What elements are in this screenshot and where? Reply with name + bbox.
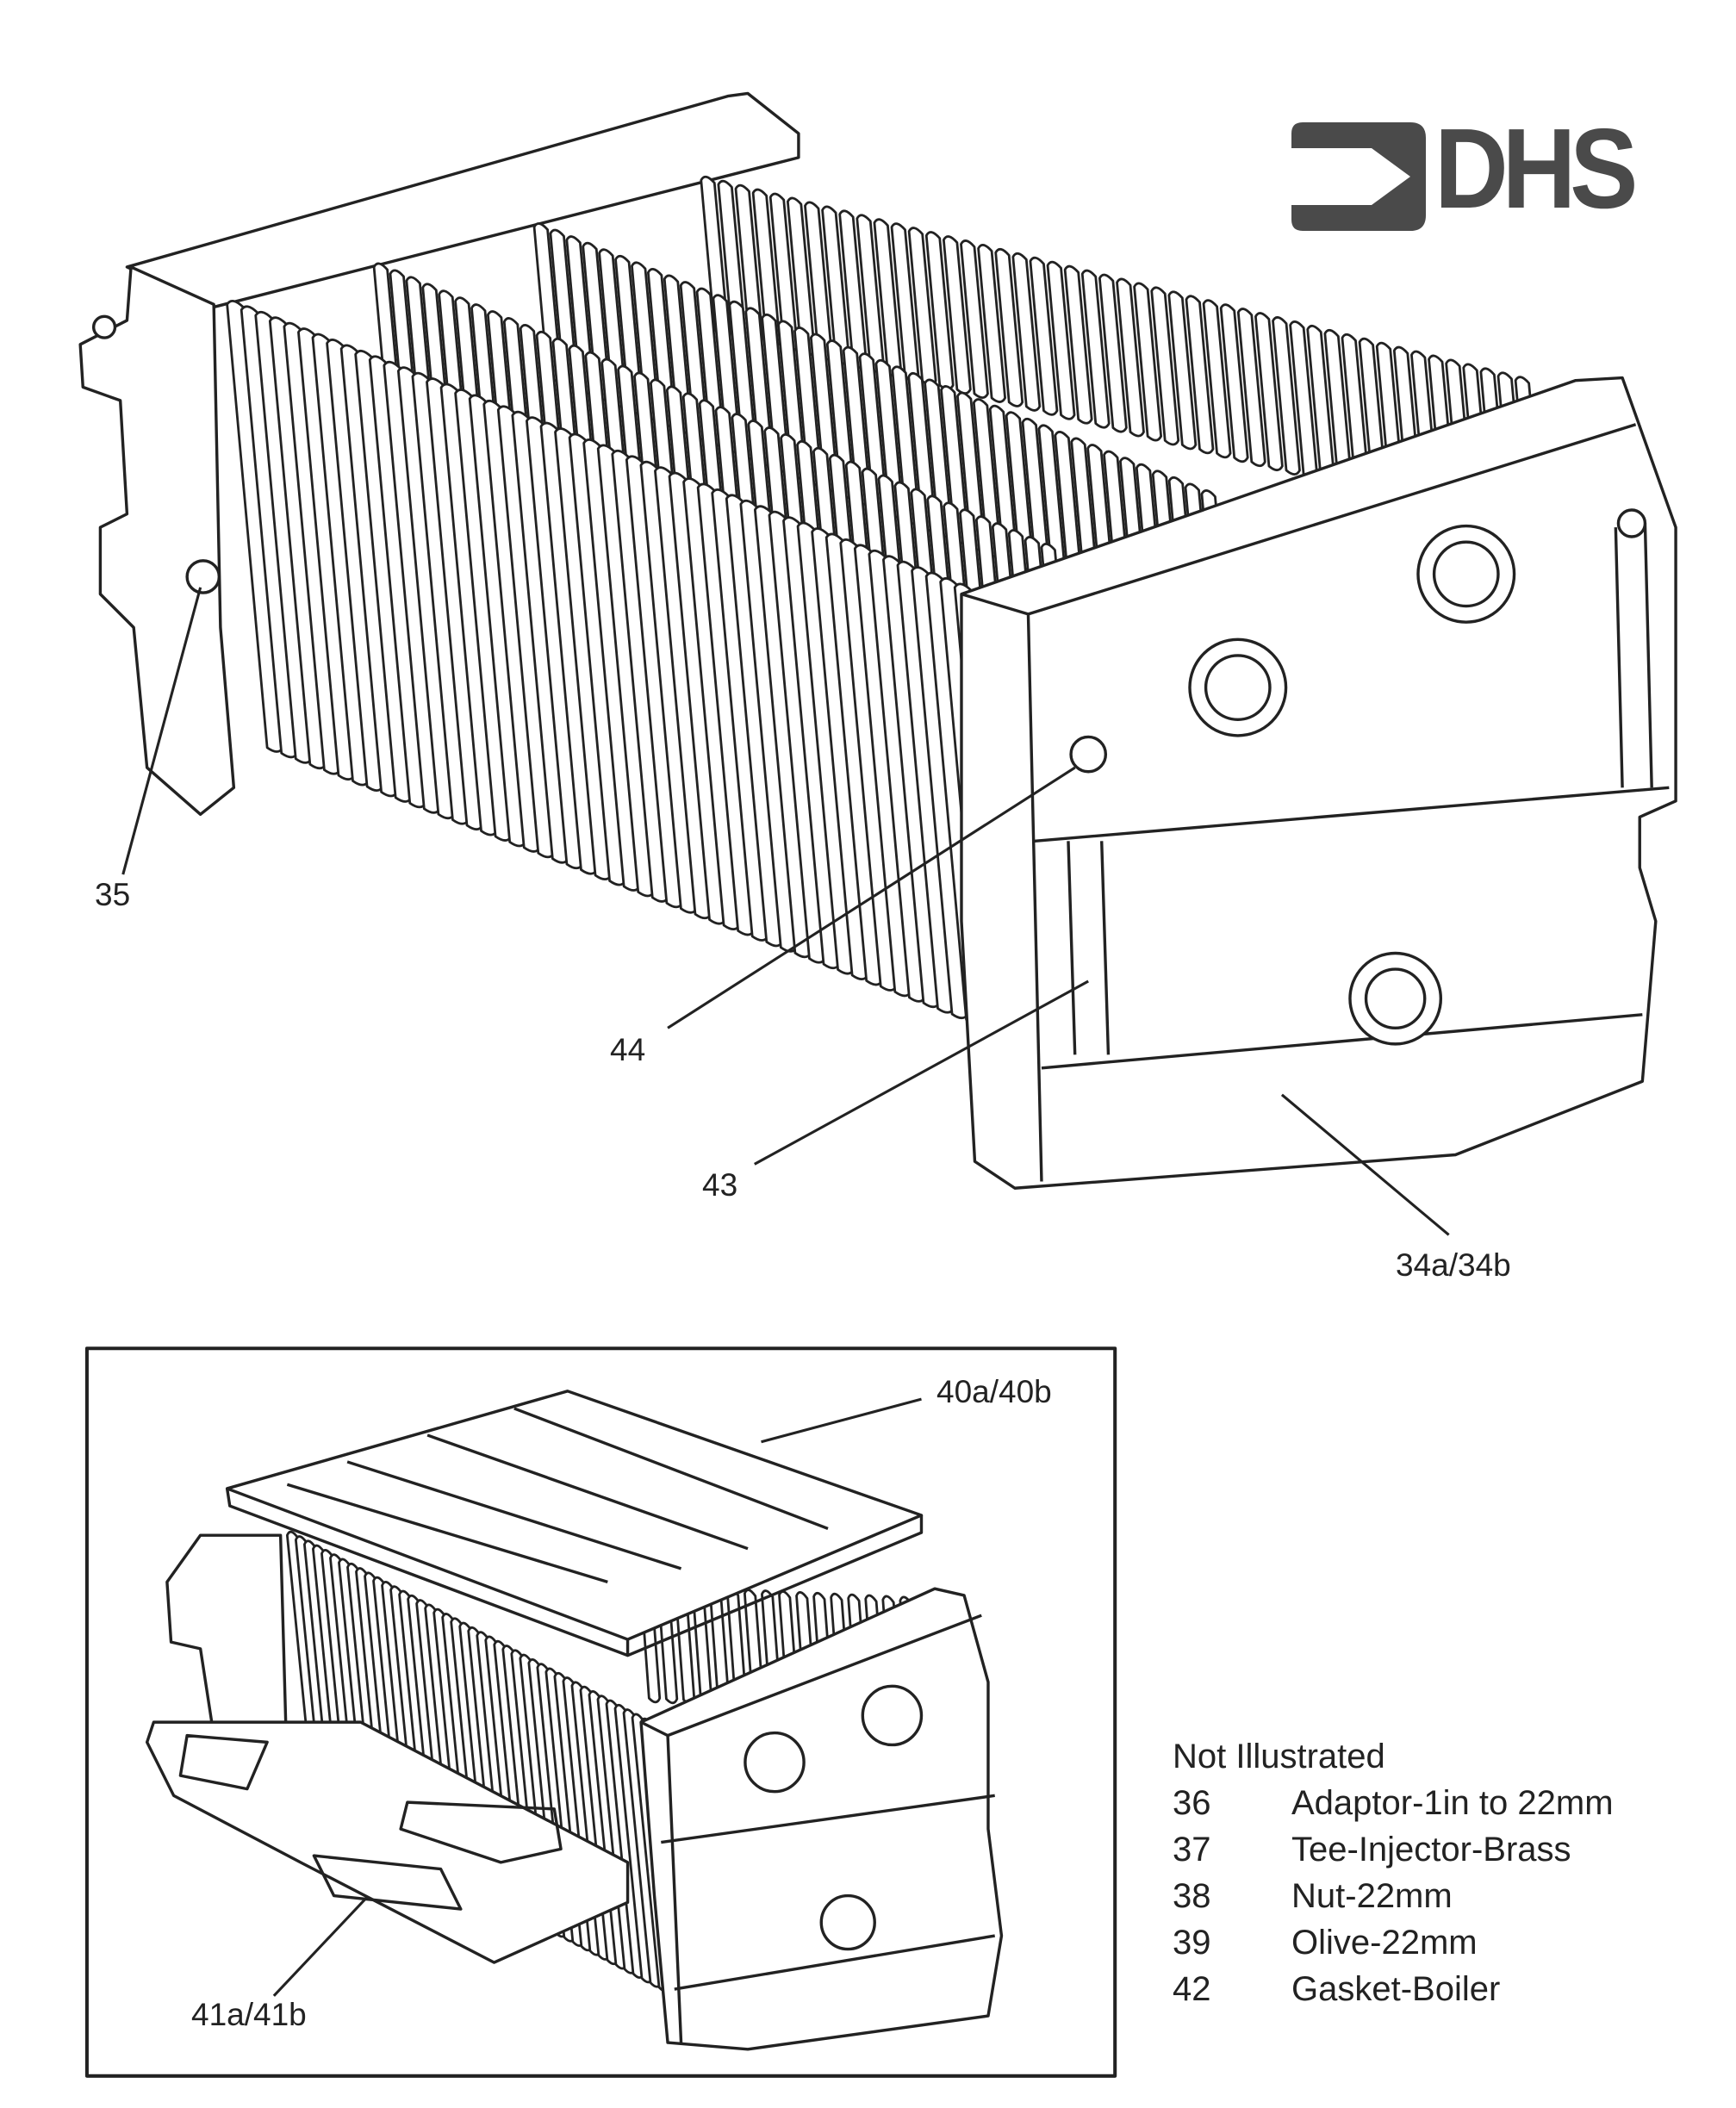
burner-gasket-41 [145,1720,630,1964]
port-hole [1188,637,1288,737]
part-description: Adaptor-1in to 22mm [1291,1784,1614,1822]
part-number: 42 [1173,1970,1211,2008]
not-illustrated-list: Not Illustrated 36 Adaptor-1in to 22mm 37… [1173,1733,1614,2012]
inset-exchanger-exploded [145,1390,1004,2051]
dhs-logo: DHS [1290,103,1652,233]
list-item: 37 Tee-Injector-Brass [1173,1826,1614,1873]
bolt-icon [1616,508,1647,538]
fin [1080,269,1111,429]
fin [994,247,1024,407]
part-description: Tee-Injector-Brass [1291,1831,1571,1869]
fin [1167,290,1198,451]
fin [960,239,989,399]
callout-44: 44 [610,1032,646,1067]
inset-frame [84,1346,1117,2078]
arrow-logo-icon [1291,122,1426,231]
fin [1046,260,1076,420]
fin [1133,282,1163,442]
fin [1219,303,1249,463]
fin [1063,264,1093,425]
part-number: 37 [1173,1831,1211,1869]
list-item: 39 Olive-22mm [1173,1919,1614,1966]
port-hole [861,1684,924,1747]
bolt-icon [91,314,117,339]
list-item: 42 Gasket-Boiler [1173,1966,1614,2012]
part-number: 36 [1173,1784,1211,1822]
port-hole [1416,524,1516,624]
part-description: Olive-22mm [1291,1924,1478,1962]
part-description: Gasket-Boiler [1291,1970,1501,2008]
main-heat-exchanger [78,91,1677,1190]
callout-40a-40b: 40a/40b [936,1374,1052,1409]
callout-35: 35 [95,877,131,912]
callout-41a-41b: 41a/41b [191,1997,307,2032]
port-hole [1348,951,1443,1046]
fin [1116,277,1145,438]
port-hole [819,1893,876,1951]
fin [1011,252,1042,412]
fin [977,244,1006,403]
fin [1202,299,1232,459]
part-description: Nut-22mm [1291,1877,1453,1915]
tie-rod [1067,523,1653,1055]
nut-44 [1069,735,1108,774]
list-item: 36 Adaptor-1in to 22mm [1173,1780,1614,1826]
left-end-plate [78,265,236,817]
nut-35 [185,559,221,594]
fin [1272,316,1301,476]
fin [1029,256,1059,416]
callout-34a-34b: 34a/34b [1396,1247,1511,1283]
fin [1098,273,1128,433]
list-item: 38 Nut-22mm [1173,1873,1614,1919]
leader-lines [121,587,1450,1997]
fin [1185,295,1215,455]
port-hole [744,1731,806,1794]
callout-43: 43 [702,1167,738,1203]
part-number: 39 [1173,1924,1211,1962]
fin [1254,312,1284,472]
fin [1150,286,1180,446]
fin [1236,308,1266,468]
back-frame [125,91,800,309]
part-number: 38 [1173,1877,1211,1915]
not-illustrated-title: Not Illustrated [1173,1738,1385,1775]
logo-text: DHS [1434,105,1638,232]
front-fin-row [226,300,1012,1036]
